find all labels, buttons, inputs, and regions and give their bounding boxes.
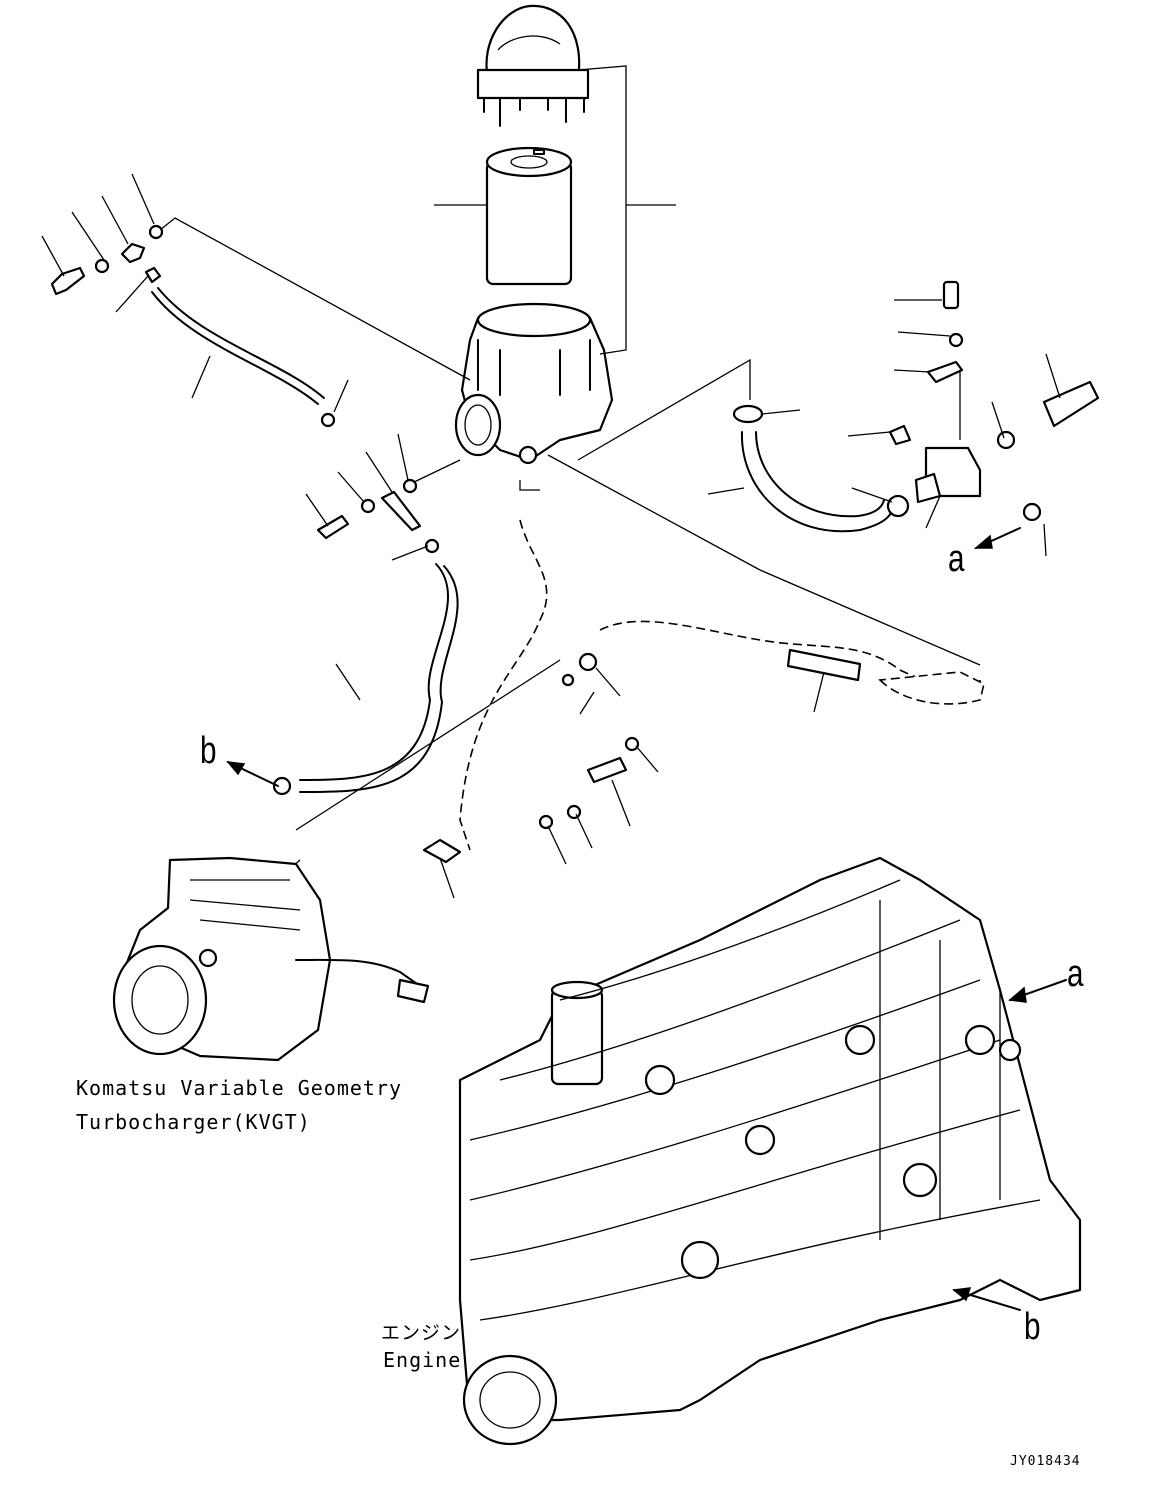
left-hose-assembly	[272, 478, 459, 796]
engine-block	[458, 856, 1082, 1446]
filter-housing	[454, 302, 614, 465]
engine-caption-jp: エンジン	[381, 1322, 462, 1344]
engine-caption-en: Engine	[383, 1348, 462, 1372]
filter-element	[485, 146, 573, 286]
turbocharger	[112, 856, 430, 1062]
central-hoses	[459, 519, 985, 851]
kvgt-caption-line2: Turbocharger(KVGT)	[76, 1110, 311, 1134]
callout-a-engine: a	[1067, 953, 1084, 995]
callout-b-hose: b	[200, 730, 217, 772]
upper-left-hardware	[50, 224, 336, 428]
filter-cover	[476, 4, 590, 127]
drawing-code: JY018434	[1010, 1454, 1081, 1469]
callout-b-engine: b	[1024, 1306, 1041, 1348]
kvgt-caption-line1: Komatsu Variable Geometry	[76, 1076, 403, 1100]
central-fittings	[422, 648, 862, 864]
callout-a-upper: a	[948, 538, 965, 580]
callout-arrows	[226, 527, 1067, 1311]
right-valve-assembly	[732, 280, 1100, 533]
part-leaders	[41, 173, 1061, 899]
